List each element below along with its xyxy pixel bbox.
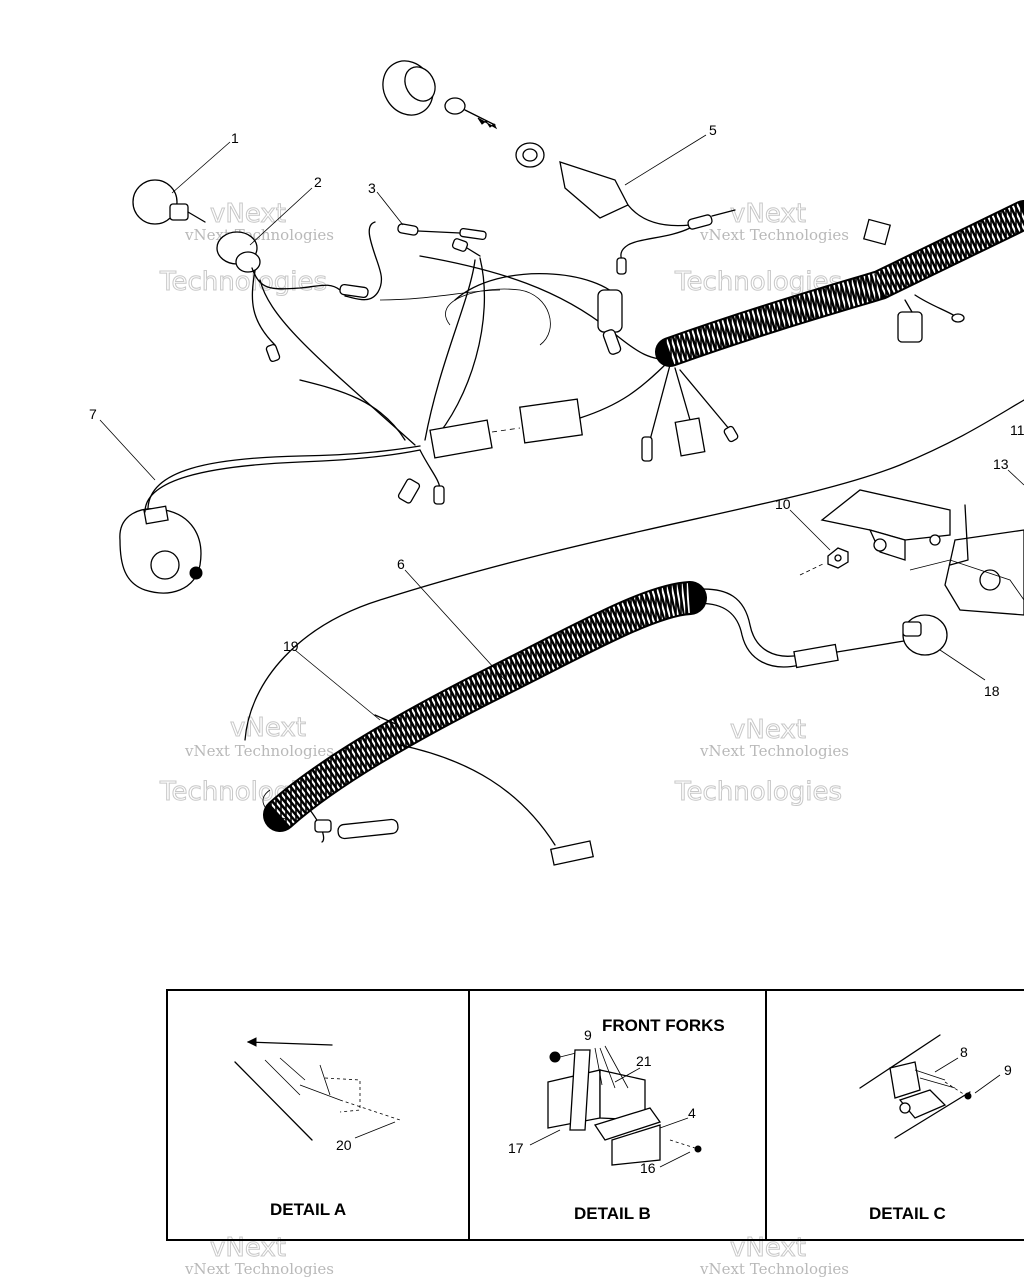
bulb-socket: [216, 231, 369, 363]
svg-text:vNext: vNext: [230, 713, 306, 743]
svg-text:vNext Technologies: vNext Technologies: [699, 226, 849, 244]
callout-2: 2: [314, 174, 322, 190]
callout-10: 10: [775, 496, 791, 512]
svg-text:vNext: vNext: [730, 715, 806, 745]
detail-panels: [166, 989, 1024, 1241]
svg-text:vNext: vNext: [730, 199, 806, 229]
svg-text:vNext Technologies: vNext Technologies: [184, 1260, 334, 1278]
detail-b: FRONT FORKS 9 21 4 17 16 DETAIL B: [508, 1016, 725, 1223]
handlebar-switch: [119, 445, 421, 594]
callout-7: 7: [89, 406, 97, 422]
detail-c-title: DETAIL C: [869, 1204, 946, 1223]
callout-19: 19: [283, 638, 299, 654]
bracket-assembly: [799, 489, 1024, 656]
detail-c-callout-9: 9: [1004, 1062, 1012, 1078]
callout-13: 13: [993, 456, 1009, 472]
ignition-switch: [382, 60, 736, 275]
svg-text:vNext: vNext: [210, 199, 286, 229]
svg-text:Technologies: Technologies: [674, 777, 842, 807]
detail-a: 20 DETAIL A: [234, 1037, 401, 1219]
callout-1: 1: [231, 130, 239, 146]
callout-5: 5: [709, 122, 717, 138]
callout-3: 3: [368, 180, 376, 196]
detail-b-callout-4: 4: [688, 1105, 696, 1121]
callout-numbers: 1 2 3 5 6 7 10 11 13 18 19: [89, 122, 1024, 699]
bulb: [132, 179, 206, 225]
lower-conduit: [262, 581, 911, 866]
svg-text:vNext Technologies: vNext Technologies: [184, 226, 334, 244]
upper-conduit: [244, 200, 1024, 741]
svg-text:vNext Technologies: vNext Technologies: [699, 742, 849, 760]
connector-leads: [344, 221, 487, 301]
detail-c: 8 9 DETAIL C: [859, 1034, 1012, 1223]
callout-11: 11: [1010, 422, 1024, 438]
detail-b-title: DETAIL B: [574, 1204, 651, 1223]
svg-text:vNext: vNext: [210, 1233, 286, 1263]
detail-b-callout-17: 17: [508, 1140, 524, 1156]
detail-a-title: DETAIL A: [270, 1200, 346, 1219]
callout-18: 18: [984, 683, 1000, 699]
detail-b-callout-16: 16: [640, 1160, 656, 1176]
callout-leaders: [99, 134, 1024, 721]
watermark: vNext vNext Technologies Technologies vN…: [159, 199, 850, 1279]
svg-text:vNext Technologies: vNext Technologies: [699, 1260, 849, 1278]
detail-b-callout-21: 21: [636, 1053, 652, 1069]
detail-b-callout-9: 9: [584, 1027, 592, 1043]
svg-text:vNext: vNext: [730, 1233, 806, 1263]
detail-c-callout-8: 8: [960, 1044, 968, 1060]
callout-6: 6: [397, 556, 405, 572]
detail-a-callout-20: 20: [336, 1137, 352, 1153]
wire-bundle: [259, 255, 739, 505]
svg-text:vNext Technologies: vNext Technologies: [184, 742, 334, 760]
detail-b-subtitle: FRONT FORKS: [602, 1016, 725, 1035]
